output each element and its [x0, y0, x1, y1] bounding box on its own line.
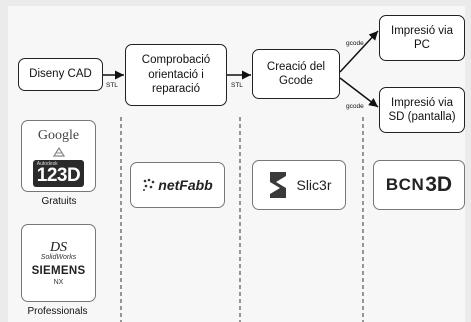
gcode-label-top: gcode [346, 40, 364, 47]
slic3r-icon [270, 172, 287, 198]
slice-line-2: Gcode [279, 75, 313, 87]
box-gcode-creation: Creació del Gcode [252, 49, 340, 99]
autodesk-label: Autodesk [36, 160, 58, 167]
slic3r-logo: Slic3r [296, 177, 332, 193]
box-print-pc: Impresió via PC [379, 15, 465, 61]
netfabb-logo: netFabb [158, 177, 213, 193]
app-123d-label: 123D [36, 164, 81, 186]
tile-solidworks-siemens: DS SolidWorks SIEMENS NX [21, 224, 96, 302]
sd-line-1: Impresió via [391, 96, 453, 109]
slice-line-1: Creació del [266, 60, 326, 73]
sd-line-2: SD (pantalla) [388, 111, 456, 123]
netfabb-icon [143, 178, 155, 191]
stl-label-1: STL [106, 82, 118, 89]
pc-line-1: Impresió via [391, 24, 453, 37]
bcn3d-logo-suffix: 3D [425, 173, 453, 196]
tile-slic3r: Slic3r [252, 160, 346, 210]
check-line-1: Comprobació [141, 54, 211, 67]
tile-netfabb: netFabb [130, 162, 225, 208]
arrow-slice-to-pc [339, 30, 379, 73]
ds-logo: DS [49, 239, 68, 255]
bcn3d-logo-prefix: BCN [385, 175, 425, 194]
solidworks-logo: SolidWorks [40, 253, 77, 261]
tile-bcn3d: BCN 3D [373, 160, 465, 210]
tile-google-123d: Google Autodesk 123D [21, 120, 96, 192]
nx-logo: NX [53, 278, 64, 286]
sketchup-icon [52, 146, 65, 157]
check-line-2: orientació i [148, 68, 204, 81]
box-print-sd: Impresió via SD (pantalla) [379, 87, 465, 133]
cad-label: Diseny CAD [29, 68, 92, 81]
box-cad-design: Diseny CAD [18, 58, 103, 91]
caption-professionals: Professionals [27, 306, 88, 317]
siemens-logo: SIEMENS [31, 264, 86, 277]
stl-label-2: STL [231, 82, 243, 89]
box-check-repair: Comprobació orientació i reparació [125, 44, 227, 106]
app-123d-logo: Autodesk 123D [32, 159, 85, 187]
pc-line-2: PC [414, 39, 430, 51]
gcode-label-bottom: gcode [346, 103, 364, 110]
check-line-3: reparació [152, 83, 200, 96]
google-logo: Google [37, 127, 80, 143]
arrow-slice-to-sd [339, 77, 379, 108]
caption-free: Gratuits [41, 196, 77, 207]
